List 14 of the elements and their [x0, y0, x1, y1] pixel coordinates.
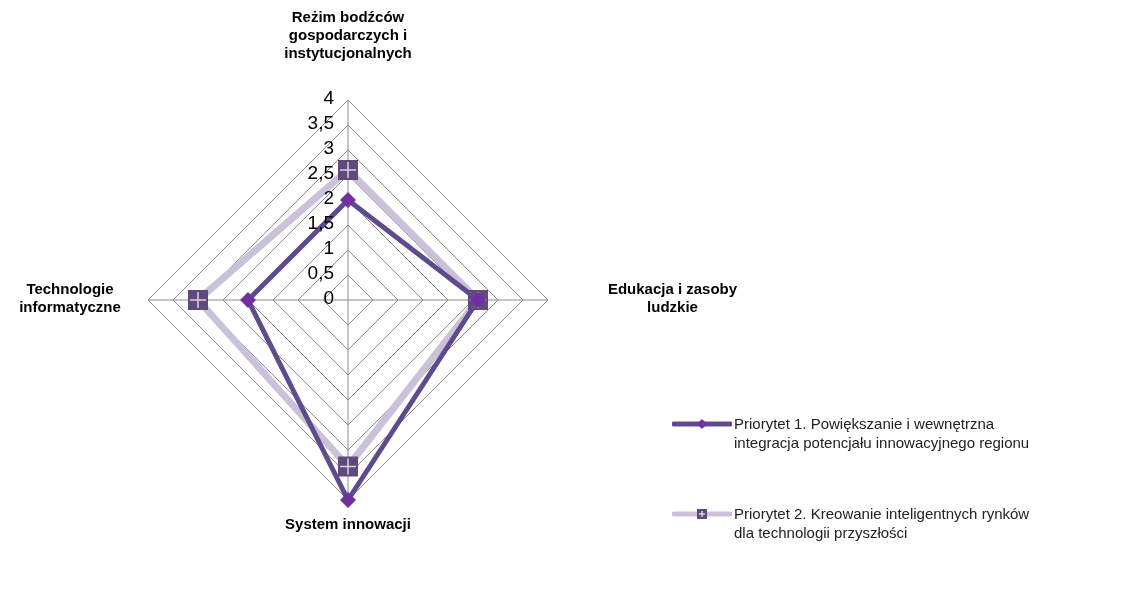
tick-label: 1 — [322, 238, 334, 258]
tick-label: 2,5 — [306, 163, 334, 183]
legend-label: Priorytet 1. Powiększanie i wewnętrzna integracja potencjału innowacyjnego regionu — [734, 414, 1031, 452]
tick-label: 0 — [322, 288, 334, 308]
axis-label: Reżim bodźców gospodarczych i instytucjonalnych — [283, 8, 413, 62]
tick-label: 0,5 — [306, 263, 334, 283]
axis-label: Technologie informatyczne — [18, 280, 122, 316]
legend-label: Priorytet 2. Kreowanie inteligentnych rynków dla technologii przyszłości — [734, 504, 1031, 542]
axis-label: System innowacji — [284, 515, 412, 533]
tick-label: 3,5 — [306, 113, 334, 133]
tick-label: 3 — [322, 138, 334, 158]
tick-label: 2 — [322, 188, 334, 208]
tick-label: 4 — [322, 88, 334, 108]
axis-label: Edukacja i zasoby ludzkie — [606, 280, 739, 316]
